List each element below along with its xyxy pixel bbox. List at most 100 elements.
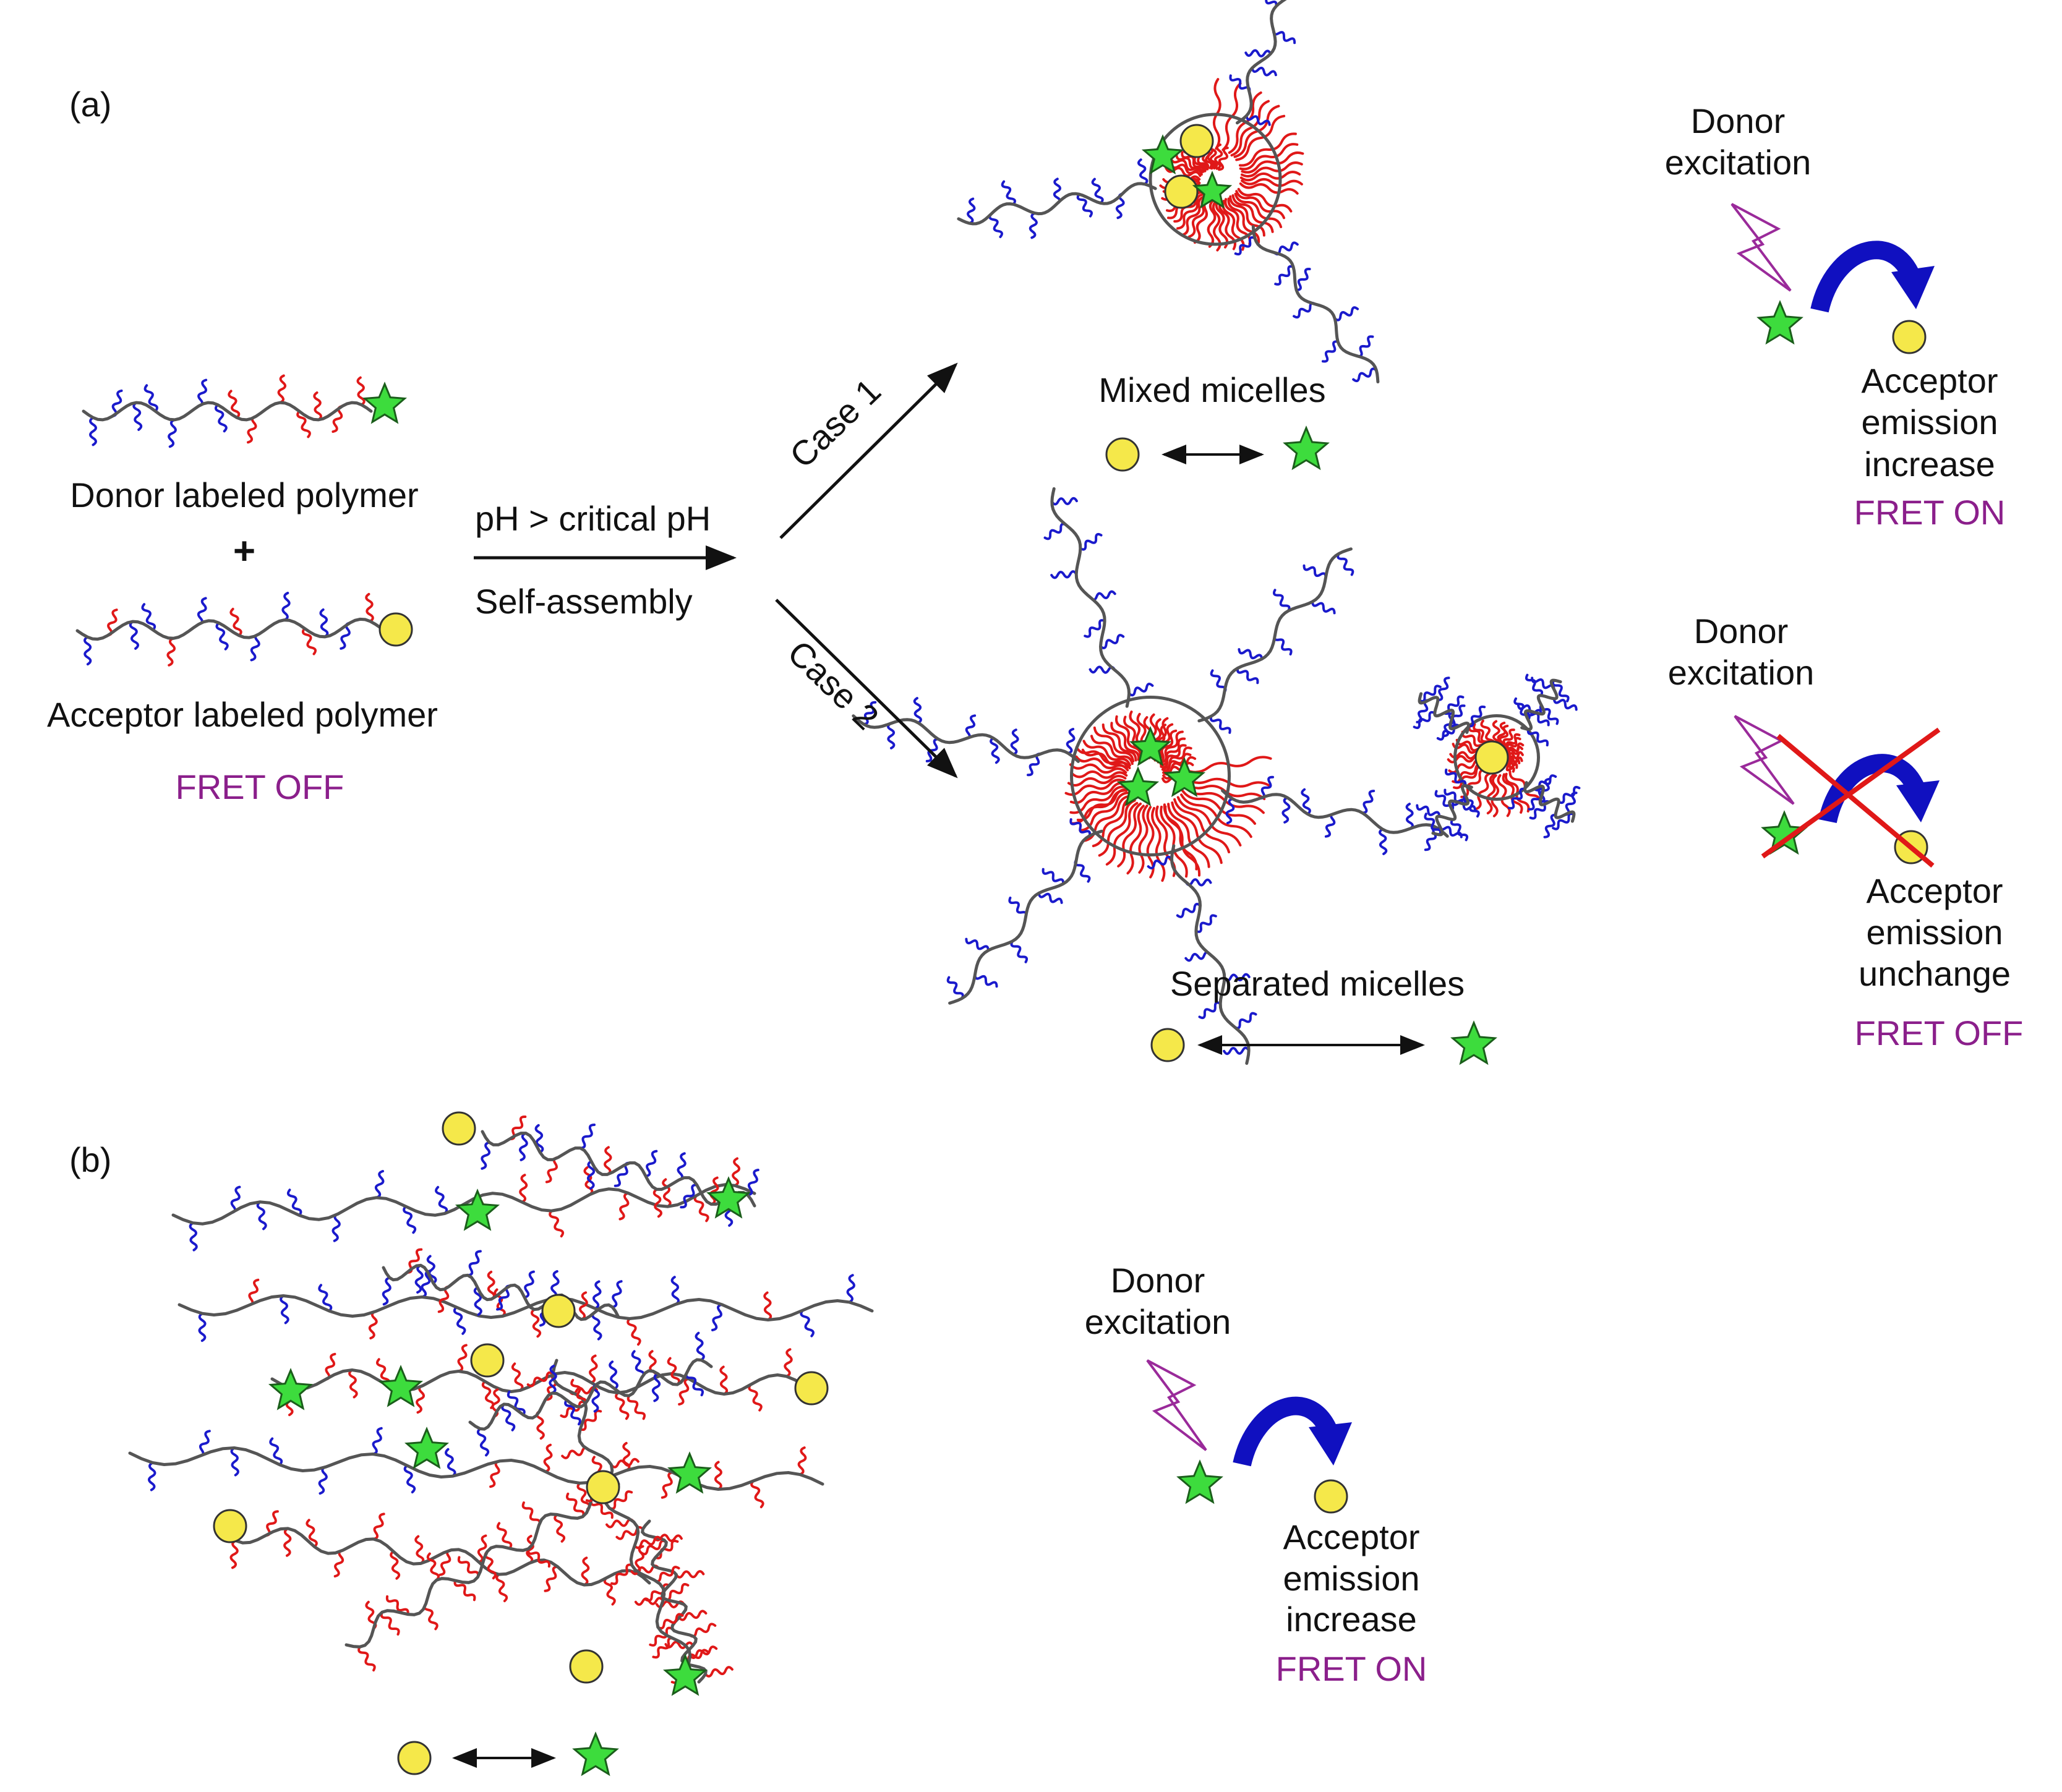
side-chain <box>1436 676 1450 702</box>
side-chain <box>518 1132 528 1161</box>
acceptor-circle-icon <box>213 1509 247 1543</box>
side-chain <box>526 1535 534 1564</box>
donor-star-icon <box>1450 1020 1497 1065</box>
case1-increase-text: increase <box>1864 445 1995 484</box>
polymer-backbone <box>1523 781 1576 823</box>
side-chain <box>1301 788 1311 816</box>
energy-transfer-arrow-icon <box>1818 754 1927 824</box>
acceptor-circle-icon <box>397 1741 432 1775</box>
side-chain <box>374 1170 385 1199</box>
polymer-backbone <box>1236 0 1287 125</box>
energy-transfer-arrow-icon <box>1233 1396 1338 1467</box>
acceptor-circle-icon <box>794 1371 829 1406</box>
acceptor-circle-icon <box>1105 437 1140 472</box>
side-chain <box>1239 182 1299 195</box>
side-chain <box>368 1310 378 1340</box>
donor-star-icon <box>378 1365 424 1407</box>
side-chain <box>1127 682 1154 697</box>
side-chain <box>652 1566 680 1583</box>
donor-star-icon <box>662 1653 708 1696</box>
side-chain <box>589 1499 614 1519</box>
side-chain <box>89 416 97 446</box>
side-chain <box>965 937 990 952</box>
side-chain <box>1452 762 1485 784</box>
acceptor-circle-icon <box>541 1294 576 1328</box>
side-chain <box>564 1399 581 1426</box>
side-chain <box>1361 790 1375 814</box>
side-chain <box>1272 28 1296 45</box>
side-chain <box>1105 801 1139 866</box>
case1-emission-text: emission <box>1862 403 1998 442</box>
side-chain <box>1181 151 1207 173</box>
side-chain <box>1526 728 1549 747</box>
side-chain <box>403 1464 416 1494</box>
side-chain <box>1233 1012 1257 1030</box>
side-chain <box>477 1534 487 1563</box>
side-chain <box>250 633 261 662</box>
side-chain <box>1416 804 1441 818</box>
side-chain <box>1492 720 1501 748</box>
side-chain <box>215 621 229 651</box>
side-chain <box>1507 787 1526 810</box>
side-chain <box>380 1611 400 1636</box>
side-chain <box>797 1446 807 1476</box>
side-chain <box>521 1501 541 1527</box>
side-chain <box>496 1522 513 1550</box>
side-chain <box>1147 855 1173 870</box>
side-chain <box>1239 143 1299 171</box>
side-chain <box>1102 723 1137 762</box>
panel-b-label: (b) <box>69 1140 111 1179</box>
micelle-core-backbone <box>1149 113 1282 246</box>
case2-arrow <box>775 599 958 779</box>
side-chain <box>618 1192 630 1221</box>
energy-transfer-arrowhead <box>1309 1422 1352 1466</box>
side-chain <box>1218 147 1229 171</box>
side-chain <box>1084 619 1106 638</box>
donor-star-icon <box>706 1176 751 1219</box>
polymer-backbone <box>551 1359 692 1671</box>
side-chain <box>1424 827 1439 851</box>
side-chain <box>1091 177 1104 205</box>
side-chain <box>1234 236 1256 256</box>
side-chain <box>1010 940 1029 963</box>
side-chain <box>1241 151 1304 174</box>
side-chain <box>1236 667 1259 685</box>
side-chain <box>1176 903 1202 918</box>
panel-b-acceptor-text: Acceptor <box>1283 1517 1420 1556</box>
side-chain <box>229 1539 239 1569</box>
side-chain <box>1526 709 1550 727</box>
side-chain <box>549 1365 557 1394</box>
plus-sign: + <box>233 530 255 573</box>
side-chain <box>1293 302 1317 319</box>
polymer-backbone <box>1520 678 1562 731</box>
side-chain <box>1093 726 1135 762</box>
side-chain <box>680 1184 698 1209</box>
side-chain <box>247 415 257 444</box>
polymer-chains <box>75 0 1581 1684</box>
side-chain <box>1230 100 1270 157</box>
donor-star-icon <box>1116 766 1160 807</box>
polymer-backbone <box>957 182 1157 226</box>
side-chain <box>610 1563 633 1585</box>
side-chain <box>732 1157 741 1187</box>
side-chain <box>416 1384 425 1414</box>
case2-label: Case 2 <box>781 633 886 737</box>
side-chain <box>421 1269 431 1299</box>
side-chain <box>846 1274 855 1303</box>
side-chain <box>678 1377 690 1406</box>
side-chain <box>530 1308 542 1338</box>
polymer-backbone <box>344 1480 620 1649</box>
panel-b-emission-text: emission <box>1283 1559 1420 1598</box>
fret-off-label-left: FRET OFF <box>176 767 344 806</box>
side-chain <box>526 1547 551 1568</box>
panel-b-donor-text: Donor <box>1111 1261 1205 1300</box>
side-chain <box>1467 705 1486 728</box>
side-chain <box>1245 114 1271 126</box>
side-chain <box>1066 728 1076 755</box>
side-chain <box>664 1641 695 1649</box>
side-chain <box>609 1360 618 1390</box>
side-chain <box>1238 648 1264 660</box>
side-chain <box>197 597 207 626</box>
side-chain <box>964 714 977 740</box>
side-chain <box>280 1294 289 1325</box>
